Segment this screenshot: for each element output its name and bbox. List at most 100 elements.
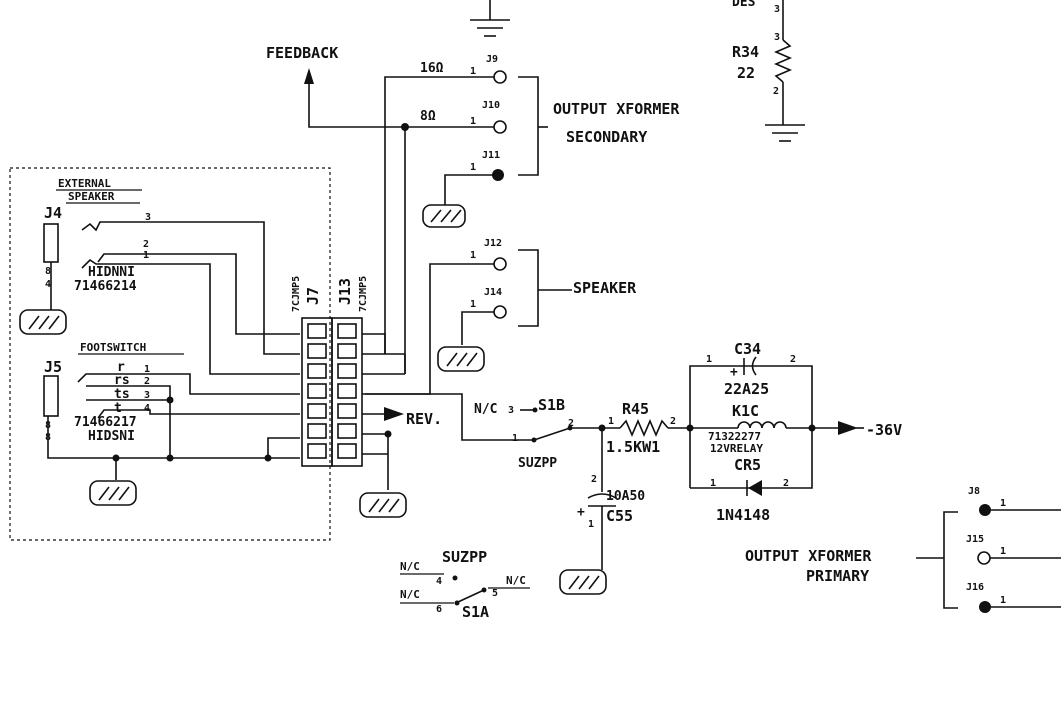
svg-text:1: 1 — [706, 354, 712, 365]
s1b-label: S1B — [538, 396, 565, 414]
j4-body — [43, 223, 59, 263]
svg-text:2: 2 — [144, 376, 150, 387]
rev-arrow — [384, 407, 404, 421]
j5-pin-r: r — [117, 360, 125, 375]
s1a-nc-right: N/C — [506, 574, 526, 587]
feedback-wire — [308, 84, 405, 128]
j9-terminal — [493, 70, 507, 84]
top-ground-symbol — [470, 0, 510, 37]
svg-text:1: 1 — [470, 162, 476, 173]
c55-chassis-ground — [559, 569, 607, 595]
k1c-ref: K1C — [732, 402, 759, 420]
j14-wire — [461, 311, 494, 345]
c55-value: 10A50 — [606, 489, 645, 504]
svg-text:1: 1 — [470, 116, 476, 127]
svg-text:1: 1 — [470, 299, 476, 310]
jack-board-boundary — [9, 167, 331, 541]
c34-value: 22A25 — [724, 380, 769, 398]
external-speaker-label-1: EXTERNAL — [58, 177, 111, 190]
svg-text:1: 1 — [144, 364, 150, 375]
svg-text:2: 2 — [143, 239, 149, 250]
svg-text:+: + — [730, 365, 738, 380]
j13-part: 7CJMP5 — [358, 276, 369, 312]
svg-text:2: 2 — [773, 86, 779, 97]
secondary-bracket — [518, 76, 539, 176]
footswitch-label: FOOTSWITCH — [80, 341, 146, 354]
svg-text:2: 2 — [783, 478, 789, 489]
j11-terminal — [492, 169, 504, 181]
svg-text:1: 1 — [1000, 595, 1006, 606]
s1b-type: SUZPP — [518, 456, 557, 471]
reverb-switch-wire — [362, 393, 532, 441]
j11-chassis-ground — [422, 204, 466, 228]
r45-ref: R45 — [622, 400, 649, 418]
svg-text:2: 2 — [568, 418, 574, 429]
j14-chassis-ground — [437, 346, 485, 372]
k1c-type: 12VRELAY — [710, 442, 763, 455]
c34-plate-curved — [751, 356, 757, 376]
minus36v-label: -36V — [866, 421, 902, 439]
feedback-label: FEEDBACK — [266, 44, 338, 62]
j13-chassis-ground — [359, 492, 407, 518]
j12-label: J12 — [484, 238, 502, 249]
s1a-type: SUZPP — [442, 548, 487, 566]
svg-text:1: 1 — [588, 519, 594, 530]
j11-label: J11 — [482, 150, 500, 161]
j7-part: 7CJMP5 — [291, 276, 302, 312]
j4-pin1-wire — [81, 258, 300, 375]
j4-pin3-wire — [81, 221, 300, 355]
svg-text:3: 3 — [508, 405, 514, 416]
r34-ground-symbol — [765, 124, 805, 142]
j14-terminal — [493, 305, 507, 319]
external-speaker-label-2: SPEAKER — [68, 190, 115, 203]
j16-label: J16 — [966, 582, 984, 593]
j5-pin2-wire — [86, 385, 171, 458]
j4-label: J4 — [44, 204, 62, 222]
svg-text:1: 1 — [512, 433, 518, 444]
svg-text:1: 1 — [470, 250, 476, 261]
j5-pin1-wire — [77, 373, 300, 395]
feedback-arrow — [304, 68, 314, 84]
c55-ref: C55 — [606, 507, 633, 525]
pin-3-label: 3 — [774, 4, 780, 15]
j4-pin2-wire — [97, 253, 300, 335]
svg-text:4: 4 — [45, 279, 51, 290]
j13-connector: 7CJMP5 J13 — [331, 276, 369, 467]
j5-pin4-wire — [97, 409, 300, 419]
cr5-diode — [748, 480, 762, 496]
svg-text:8: 8 — [45, 266, 51, 277]
j15-label: J15 — [966, 534, 984, 545]
j5-partnumber: 71466217 — [74, 415, 137, 430]
c55-plate-curved — [587, 493, 617, 499]
r34-resistor — [773, 39, 793, 83]
relay-network-loop — [689, 365, 813, 489]
svg-text:5: 5 — [492, 588, 498, 599]
c34-ref: C34 — [734, 340, 761, 358]
j8-label: J8 — [968, 486, 980, 497]
j5-body — [43, 375, 59, 417]
r45-value: 1.5KW1 — [606, 438, 660, 456]
r45-resistor — [619, 418, 669, 438]
j4-partnumber: 71466214 — [74, 279, 137, 294]
j10-label: J10 — [482, 100, 500, 111]
output-xformer-primary-label-1: OUTPUT XFORMER — [745, 547, 872, 565]
svg-text:2: 2 — [790, 354, 796, 365]
j5-pin-t: t — [114, 401, 122, 416]
k1c-coil — [737, 421, 787, 429]
s1b-contact — [533, 427, 571, 441]
svg-text:+: + — [577, 505, 585, 520]
minus36v-arrow — [838, 421, 858, 435]
svg-text:3: 3 — [144, 390, 150, 401]
tap-8-label: 8Ω — [420, 109, 436, 124]
k1c-partnumber: 71322277 — [708, 430, 761, 443]
j12-terminal — [493, 257, 507, 271]
svg-text:1: 1 — [143, 250, 149, 261]
svg-text:1: 1 — [710, 478, 716, 489]
j14-label: J14 — [484, 287, 502, 298]
j9-label: J9 — [486, 54, 498, 65]
j10-terminal — [493, 120, 507, 134]
j5-type: HIDSNI — [88, 429, 135, 444]
j5-ground-wire — [47, 416, 300, 459]
primary-bracket — [943, 511, 958, 609]
